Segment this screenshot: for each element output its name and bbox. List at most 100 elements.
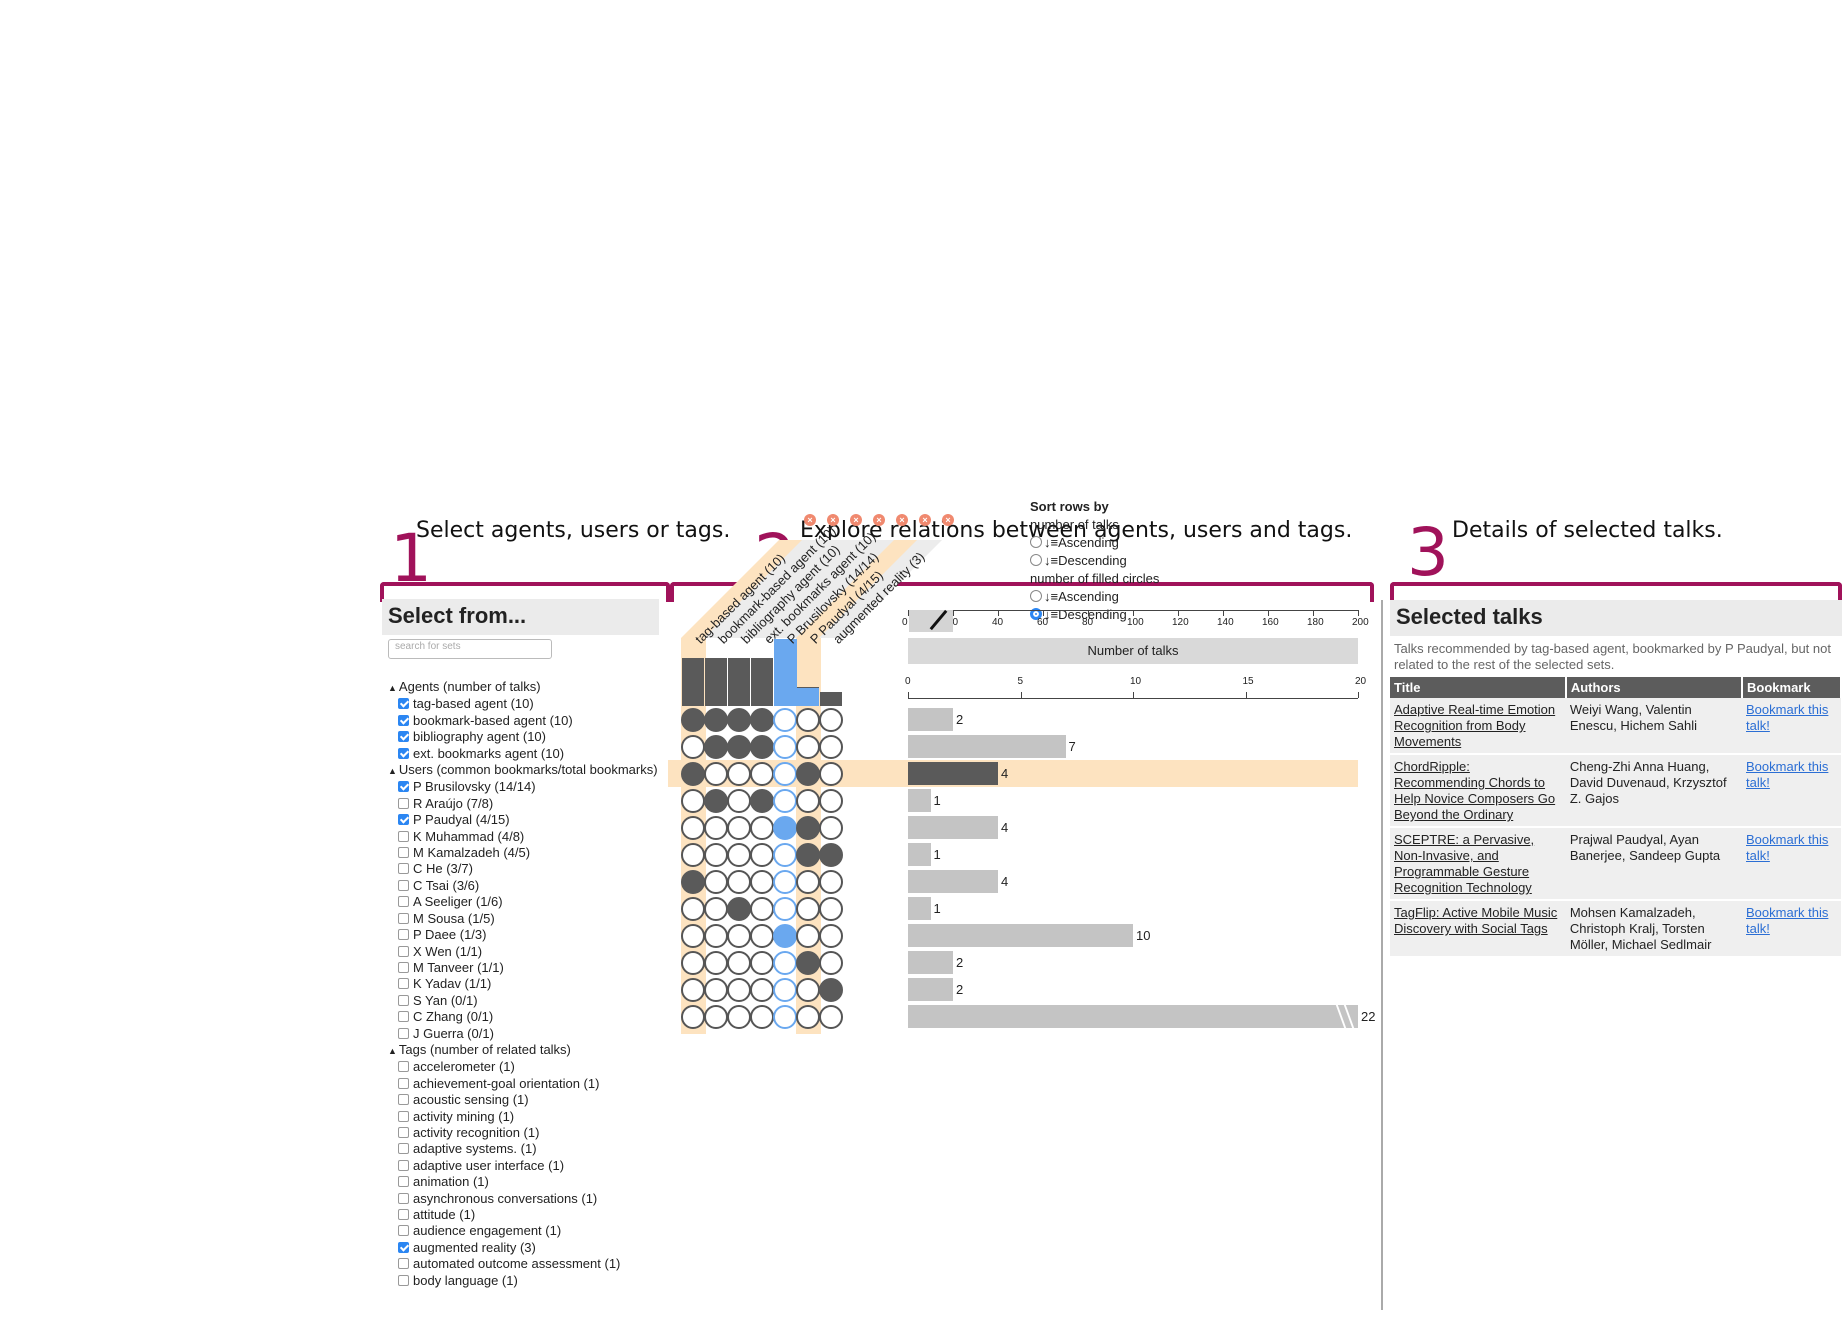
set-item[interactable]: adaptive systems. (1) <box>388 1141 658 1157</box>
set-item[interactable]: tag-based agent (10) <box>388 696 658 712</box>
remove-set-button[interactable]: × <box>919 514 931 526</box>
set-checkbox[interactable] <box>398 698 409 710</box>
set-checkbox[interactable] <box>398 1126 409 1138</box>
set-item[interactable]: body language (1) <box>388 1273 658 1289</box>
group-header[interactable]: ▲Agents (number of talks) <box>388 679 658 696</box>
set-checkbox[interactable] <box>398 929 409 941</box>
remove-set-button[interactable]: × <box>896 514 908 526</box>
set-item[interactable]: accelerometer (1) <box>388 1059 658 1075</box>
remove-set-button[interactable]: × <box>804 514 816 526</box>
set-checkbox[interactable] <box>398 896 409 908</box>
set-checkbox[interactable] <box>398 747 409 759</box>
set-checkbox[interactable] <box>398 994 409 1006</box>
set-item[interactable]: P Paudyal (4/15) <box>388 812 658 828</box>
set-checkbox[interactable] <box>398 879 409 891</box>
talk-count-bar[interactable] <box>908 870 998 893</box>
set-checkbox[interactable] <box>398 1110 409 1122</box>
set-checkbox[interactable] <box>398 830 409 842</box>
talk-count-bar[interactable] <box>908 843 931 866</box>
sort-option[interactable]: ↓≡Descending <box>1030 552 1159 570</box>
set-item[interactable]: M Sousa (1/5) <box>388 911 658 927</box>
set-item[interactable]: automated outcome assessment (1) <box>388 1256 658 1272</box>
talk-count-bar[interactable] <box>908 1005 1358 1028</box>
set-item[interactable]: P Brusilovsky (14/14) <box>388 779 658 795</box>
set-checkbox[interactable] <box>398 1061 409 1073</box>
axis-scale-handle[interactable] <box>909 609 953 632</box>
bookmark-link[interactable]: Bookmark this talk! <box>1746 702 1829 733</box>
set-checkbox[interactable] <box>398 1143 409 1155</box>
axis-scale-slider-line[interactable] <box>929 609 948 631</box>
set-checkbox[interactable] <box>398 1274 409 1286</box>
collapse-triangle-icon[interactable]: ▲ <box>388 683 397 693</box>
set-item[interactable]: M Kamalzadeh (4/5) <box>388 845 658 861</box>
set-item[interactable]: S Yan (0/1) <box>388 993 658 1009</box>
bookmark-link[interactable]: Bookmark this talk! <box>1746 905 1829 936</box>
talk-count-bar[interactable] <box>908 708 953 731</box>
remove-set-button[interactable]: × <box>873 514 885 526</box>
talk-count-bar[interactable] <box>908 978 953 1001</box>
set-item[interactable]: X Wen (1/1) <box>388 944 658 960</box>
talk-count-bar[interactable] <box>908 897 931 920</box>
set-item[interactable]: J Guerra (0/1) <box>388 1026 658 1042</box>
table-column-header[interactable]: Bookmark <box>1742 677 1842 698</box>
set-item[interactable]: asynchronous conversations (1) <box>388 1191 658 1207</box>
remove-set-button[interactable]: × <box>942 514 954 526</box>
set-item[interactable]: activity recognition (1) <box>388 1125 658 1141</box>
set-checkbox[interactable] <box>398 1209 409 1220</box>
sort-option[interactable]: ↓≡Ascending <box>1030 534 1159 552</box>
panel-divider[interactable] <box>1381 600 1383 1310</box>
set-checkbox[interactable] <box>398 1077 409 1089</box>
set-item[interactable]: acoustic sensing (1) <box>388 1092 658 1108</box>
talk-count-bar[interactable] <box>908 816 998 839</box>
set-checkbox[interactable] <box>398 1159 409 1171</box>
sort-radio[interactable] <box>1030 536 1042 548</box>
set-item[interactable]: ext. bookmarks agent (10) <box>388 746 658 762</box>
talk-title-link[interactable]: ChordRipple: Recommending Chords to Help… <box>1394 759 1556 822</box>
set-item[interactable]: augmented reality (3) <box>388 1240 658 1256</box>
sort-option[interactable]: ↓≡Ascending <box>1030 588 1159 606</box>
set-checkbox[interactable] <box>398 1241 409 1253</box>
set-checkbox[interactable] <box>398 731 409 743</box>
sort-radio[interactable] <box>1030 608 1042 620</box>
group-header[interactable]: ▲Tags (number of related talks) <box>388 1042 658 1059</box>
sort-radio[interactable] <box>1030 590 1042 602</box>
table-column-header[interactable]: Title <box>1390 677 1567 698</box>
set-item[interactable]: bibliography agent (10) <box>388 729 658 745</box>
group-header[interactable]: ▲Users (common bookmarks/total bookmarks… <box>388 762 658 779</box>
set-item[interactable]: activity mining (1) <box>388 1109 658 1125</box>
sort-radio[interactable] <box>1030 554 1042 566</box>
talk-title-link[interactable]: Adaptive Real-time Emotion Recognition f… <box>1394 702 1556 749</box>
set-checkbox[interactable] <box>398 1225 409 1237</box>
set-item[interactable]: K Muhammad (4/8) <box>388 829 658 845</box>
set-item[interactable]: animation (1) <box>388 1174 658 1190</box>
set-item[interactable]: R Araújo (7/8) <box>388 796 658 812</box>
set-checkbox[interactable] <box>398 961 409 973</box>
set-item[interactable]: C He (3/7) <box>388 861 658 877</box>
collapse-triangle-icon[interactable]: ▲ <box>388 766 397 777</box>
set-item[interactable]: P Daee (1/3) <box>388 927 658 943</box>
talk-title-link[interactable]: SCEPTRE: a Pervasive, Non-Invasive, and … <box>1394 832 1535 895</box>
set-item[interactable]: A Seeliger (1/6) <box>388 894 658 910</box>
set-checkbox[interactable] <box>398 1192 409 1204</box>
set-checkbox[interactable] <box>398 781 409 793</box>
set-checkbox[interactable] <box>398 814 409 826</box>
set-item[interactable]: achievement-goal orientation (1) <box>388 1076 658 1092</box>
set-item[interactable]: bookmark-based agent (10) <box>388 713 658 729</box>
set-item[interactable]: audience engagement (1) <box>388 1223 658 1239</box>
bookmark-link[interactable]: Bookmark this talk! <box>1746 832 1829 863</box>
remove-set-button[interactable]: × <box>827 514 839 526</box>
set-checkbox[interactable] <box>398 1027 409 1039</box>
bookmark-link[interactable]: Bookmark this talk! <box>1746 759 1829 790</box>
set-item[interactable]: K Yadav (1/1) <box>388 976 658 992</box>
set-checkbox[interactable] <box>398 1258 409 1270</box>
set-item[interactable]: C Zhang (0/1) <box>388 1009 658 1025</box>
set-item[interactable]: attitude (1) <box>388 1207 658 1223</box>
set-checkbox[interactable] <box>398 912 409 924</box>
set-item[interactable]: M Tanveer (1/1) <box>388 960 658 976</box>
set-item[interactable]: adaptive user interface (1) <box>388 1158 658 1174</box>
talk-count-bar[interactable] <box>908 735 1066 758</box>
talk-title-link[interactable]: TagFlip: Active Mobile Music Discovery w… <box>1394 905 1558 936</box>
set-checkbox[interactable] <box>398 714 409 726</box>
set-checkbox[interactable] <box>398 945 409 957</box>
talk-count-bar[interactable] <box>908 924 1133 947</box>
